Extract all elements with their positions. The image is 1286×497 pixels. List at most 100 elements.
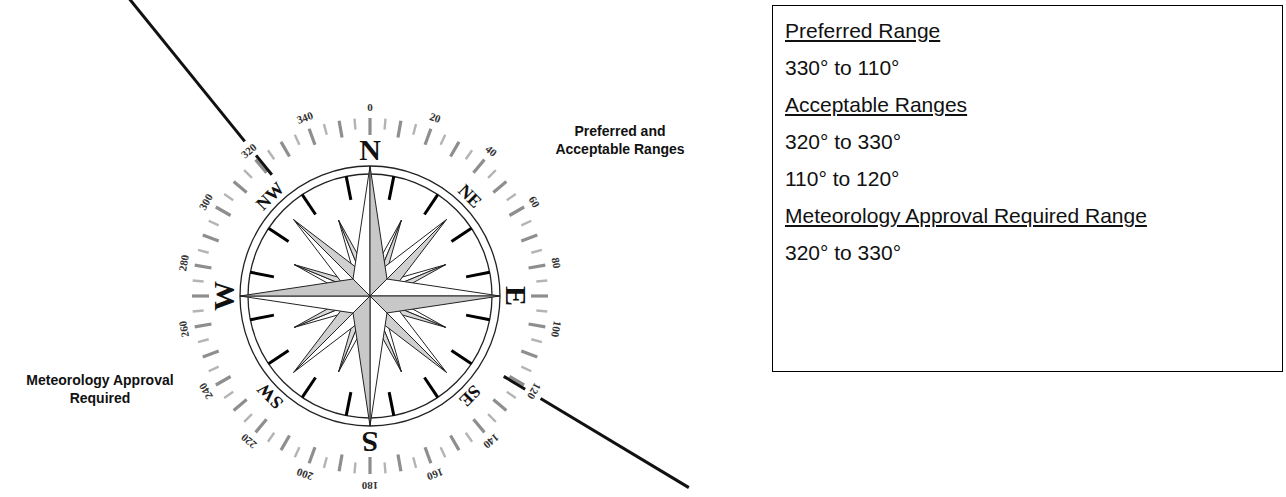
range-heading: Preferred Range: [785, 12, 1270, 49]
degree-tick: [256, 419, 267, 432]
degree-tick: [203, 351, 219, 357]
range-value: 330° to 110°: [785, 49, 1270, 86]
ring-mark: [451, 350, 471, 363]
degree-tick: [473, 419, 484, 432]
degree-tick: [193, 309, 204, 312]
degree-tick: [324, 457, 327, 468]
degree-tick: [216, 207, 231, 216]
ring-mark: [302, 377, 315, 397]
range-annotation: Meteorology Approval Required: [25, 371, 175, 407]
degree-tick: [529, 324, 546, 327]
ring-mark: [466, 272, 490, 277]
compass-drawing: [106, 0, 689, 488]
degree-tick: [209, 367, 219, 372]
degree-tick: [521, 367, 531, 372]
compass-direction: NW: [252, 178, 287, 213]
range-value: 320° to 330°: [785, 123, 1270, 160]
degree-tick: [368, 118, 371, 135]
degree-tick: [234, 399, 247, 410]
compass-direction: NE: [455, 180, 485, 210]
degree-tick: [383, 119, 386, 130]
compass-direction: W: [209, 281, 239, 311]
compass-direction: SE: [456, 382, 484, 410]
ranges-box: Preferred Range330° to 110°Acceptable Ra…: [772, 5, 1283, 372]
range-heading: Meteorology Approval Required Range: [785, 197, 1270, 234]
degree-tick: [529, 265, 546, 268]
degree-tick: [353, 119, 356, 130]
degree-tick: [493, 399, 506, 410]
ring-mark: [250, 272, 274, 277]
range-boundary-line: [541, 398, 689, 487]
star-point: [370, 296, 387, 426]
degree-number: 340: [296, 110, 315, 126]
degree-tick: [281, 142, 290, 157]
degree-number: 40: [484, 143, 499, 158]
degree-number: 240: [197, 381, 215, 401]
range-boundary-line: [504, 376, 525, 389]
degree-tick: [192, 294, 209, 297]
degree-tick: [398, 455, 401, 472]
star-point: [353, 296, 370, 426]
degree-tick: [209, 221, 219, 226]
degree-tick: [531, 294, 548, 297]
degree-tick: [413, 124, 416, 135]
degree-tick: [507, 194, 516, 200]
degree-tick: [473, 160, 484, 173]
degree-tick: [224, 392, 233, 398]
degree-number: 100: [549, 320, 563, 338]
degree-tick: [195, 324, 212, 327]
degree-tick: [441, 447, 446, 457]
range-annotation: Preferred and Acceptable Ranges: [545, 122, 695, 158]
compass-ring: [240, 166, 500, 426]
compass-direction: S: [362, 427, 379, 457]
degree-tick: [466, 150, 472, 159]
degree-tick: [521, 351, 537, 357]
degree-tick: [521, 221, 531, 226]
degree-tick: [536, 309, 547, 312]
degree-tick: [198, 250, 209, 253]
degree-tick: [295, 135, 300, 145]
degree-tick: [295, 447, 300, 457]
degree-number: 320: [239, 142, 259, 161]
degree-tick: [234, 182, 247, 193]
degree-tick: [198, 339, 209, 342]
degree-tick: [268, 150, 274, 159]
degree-number: 200: [296, 466, 315, 482]
range-boundary-line: [106, 0, 245, 141]
range-boundary-line: [256, 155, 272, 174]
degree-tick: [413, 457, 416, 468]
degree-tick: [521, 235, 537, 241]
degree-number: 160: [425, 466, 444, 482]
degree-tick: [309, 447, 315, 463]
ring-mark: [451, 228, 471, 241]
star-point: [370, 296, 500, 313]
degree-tick: [244, 170, 252, 178]
degree-tick: [195, 265, 212, 268]
degree-number: 0: [367, 102, 373, 113]
degree-tick: [488, 170, 496, 178]
degree-tick: [531, 339, 542, 342]
degree-tick: [224, 194, 233, 200]
degree-number: 220: [239, 431, 259, 450]
ring-mark: [269, 350, 289, 363]
compass-direction: E: [501, 286, 531, 306]
degree-tick: [425, 129, 431, 145]
degree-tick: [309, 129, 315, 145]
compass-direction: SW: [253, 380, 286, 413]
range-heading: Acceptable Ranges: [785, 86, 1270, 123]
degree-tick: [383, 462, 386, 473]
range-value: 110° to 120°: [785, 160, 1270, 197]
ring-mark: [389, 392, 394, 416]
star-point: [370, 166, 387, 296]
degree-tick: [451, 142, 460, 157]
degree-tick: [488, 414, 496, 422]
degree-tick: [398, 121, 401, 138]
degree-tick: [353, 462, 356, 473]
degree-tick: [466, 433, 472, 442]
degree-tick: [451, 435, 460, 450]
degree-tick: [281, 435, 290, 450]
compass-direction: N: [359, 135, 381, 165]
degree-tick: [507, 392, 516, 398]
degree-number: 260: [177, 320, 191, 338]
ring-mark: [466, 315, 490, 320]
